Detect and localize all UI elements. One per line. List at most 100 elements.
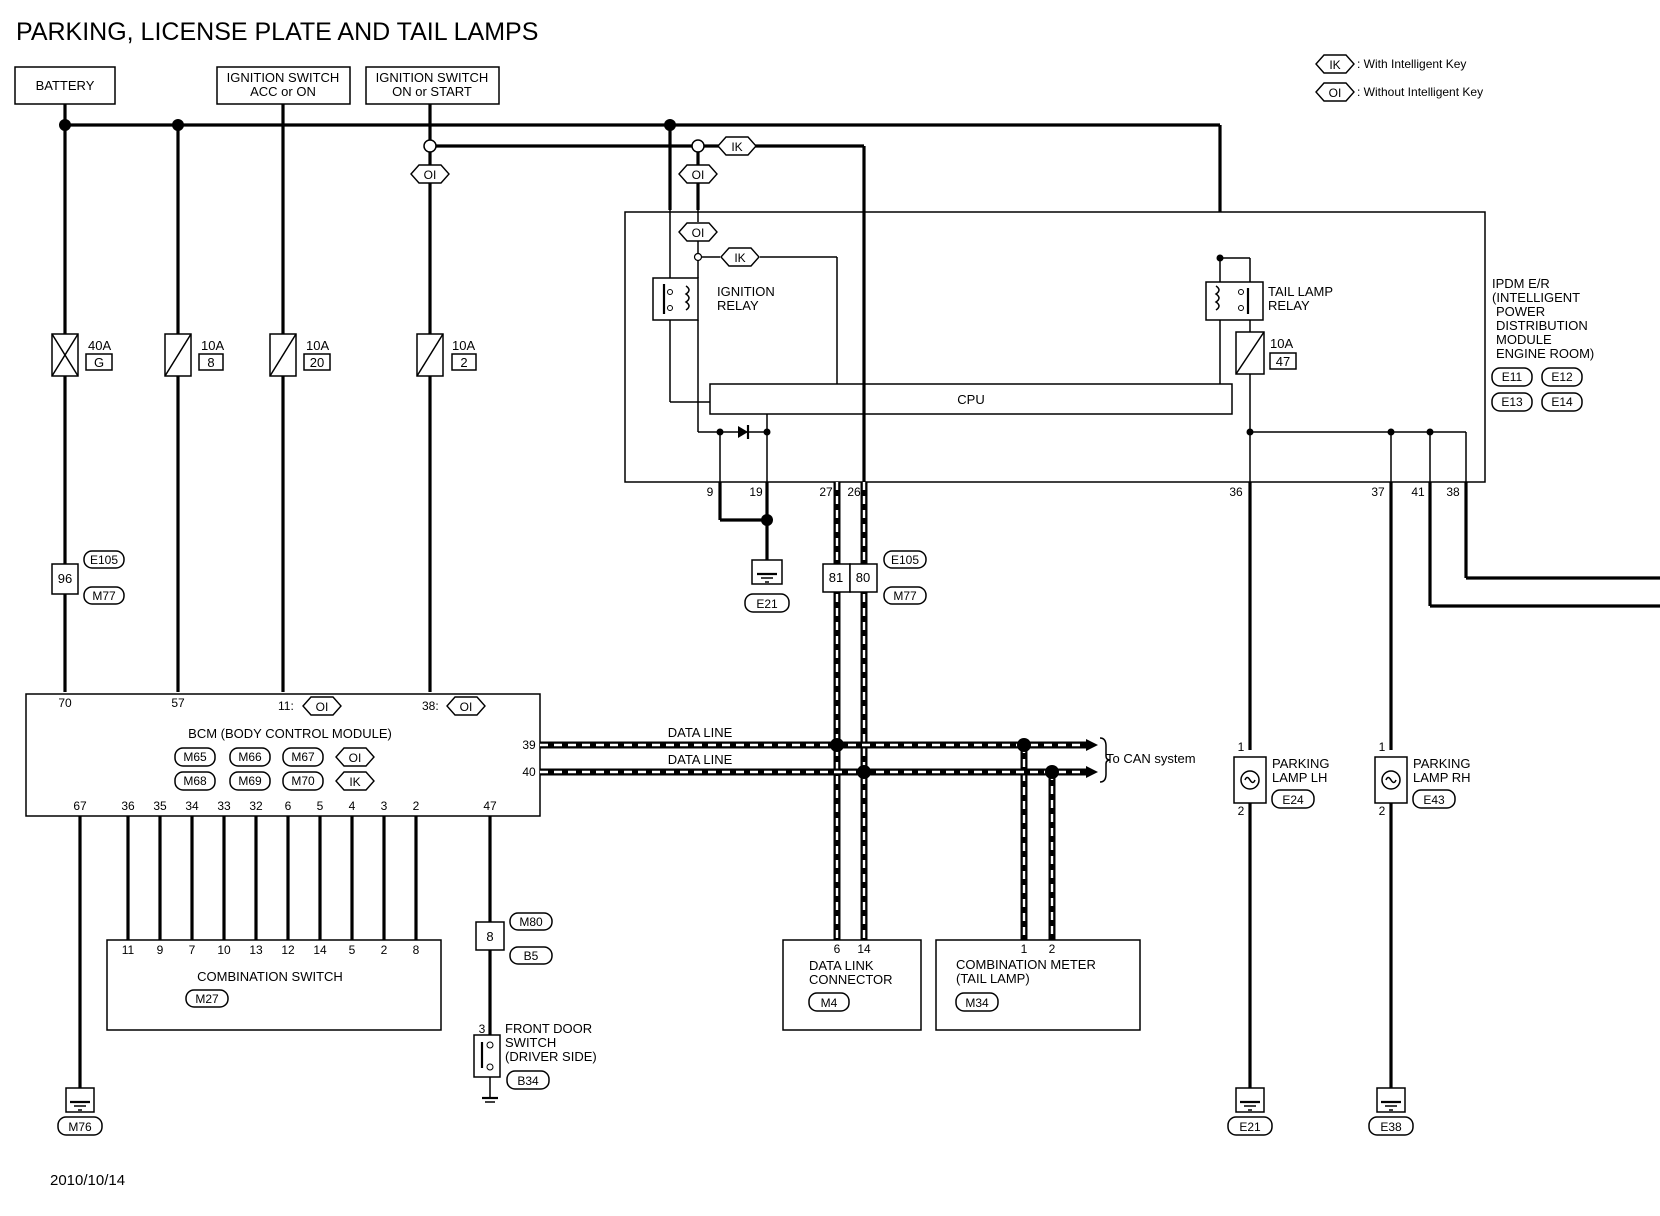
svg-text:OI: OI — [316, 700, 329, 714]
svg-text:38: 38 — [1446, 485, 1460, 499]
ipdm-pins: 9 19 27 26 36 37 41 38 — [707, 485, 1460, 499]
tail-relay-label-1: TAIL LAMP — [1268, 284, 1333, 299]
fuse-47-amp: 10A — [1270, 336, 1293, 351]
tag-ik-bus: IK — [731, 140, 742, 154]
svg-text:9: 9 — [707, 485, 714, 499]
battery-bus — [59, 104, 1222, 692]
svg-text:M69: M69 — [238, 774, 262, 788]
junction-80-label: 80 — [856, 570, 870, 585]
fuse-8-amp: 10A — [201, 338, 224, 353]
junction-96 — [51, 563, 79, 595]
svg-text:E43: E43 — [1423, 793, 1445, 807]
bcm-pin-40: 40 — [522, 765, 536, 779]
svg-text:LAMP RH: LAMP RH — [1413, 770, 1471, 785]
legend-ik-code: IK — [1329, 58, 1340, 72]
fuse-g-id: G — [94, 355, 104, 370]
svg-text:E21: E21 — [1239, 1120, 1261, 1134]
svg-text:3: 3 — [479, 1022, 486, 1036]
svg-text:36: 36 — [1229, 485, 1243, 499]
tag-oi-bus: OI — [692, 168, 705, 182]
svg-text:6: 6 — [285, 799, 292, 813]
fuse-8-id: 8 — [207, 355, 214, 370]
legend: IK : With Intelligent Key OI : Without I… — [1315, 54, 1483, 102]
dlc-pin-14: 14 — [857, 942, 871, 956]
ign-relay-label-2: RELAY — [717, 298, 759, 313]
ign-start-label-1: IGNITION SWITCH — [376, 70, 489, 85]
data-line-label-2: DATA LINE — [668, 752, 733, 767]
svg-text:SWITCH: SWITCH — [505, 1035, 556, 1050]
data-line-label-1: DATA LINE — [668, 725, 733, 740]
svg-text:8: 8 — [486, 929, 493, 944]
svg-text:M67: M67 — [291, 750, 315, 764]
svg-text:3: 3 — [381, 799, 388, 813]
svg-text:E14: E14 — [1551, 395, 1573, 409]
svg-text:FRONT DOOR: FRONT DOOR — [505, 1021, 592, 1036]
svg-text:E38: E38 — [1380, 1120, 1402, 1134]
svg-text:2: 2 — [413, 799, 420, 813]
svg-text:M80: M80 — [519, 915, 543, 929]
fuse-2-id: 2 — [460, 355, 467, 370]
svg-text:12: 12 — [281, 943, 295, 957]
ipdm-outgoing-wires — [1248, 482, 1660, 750]
ground-e21-lh: E21 — [1227, 1087, 1273, 1136]
svg-text:(INTELLIGENT: (INTELLIGENT — [1492, 290, 1580, 305]
svg-text:2: 2 — [381, 943, 388, 957]
dlc-pin-6: 6 — [834, 942, 841, 956]
conn-m77-left: M77 — [92, 589, 116, 603]
svg-text:POWER: POWER — [1496, 304, 1545, 319]
conn-e105-right: E105 — [891, 553, 919, 567]
svg-text:IPDM E/R: IPDM E/R — [1492, 276, 1550, 291]
bcm-pin-39: 39 — [522, 738, 536, 752]
svg-text:B34: B34 — [517, 1074, 539, 1088]
dlc-name-2: CONNECTOR — [809, 972, 893, 987]
ign-start-label-2: ON or START — [392, 84, 472, 99]
fuse-20-amp: 10A — [306, 338, 329, 353]
svg-text:32: 32 — [249, 799, 263, 813]
svg-text:DISTRIBUTION: DISTRIBUTION — [1496, 318, 1588, 333]
tail-relay-label-2: RELAY — [1268, 298, 1310, 313]
svg-text:E13: E13 — [1501, 395, 1523, 409]
combination-meter-box — [935, 939, 1141, 1031]
svg-text:5: 5 — [317, 799, 324, 813]
svg-text:37: 37 — [1371, 485, 1385, 499]
meter-conn: M34 — [965, 996, 989, 1010]
parking-lamp-rh: 1 2 PARKING LAMP RH E43 — [1374, 740, 1471, 1088]
bcm-bottom-pins: 67 36 35 34 33 32 6 5 4 3 2 47 — [73, 799, 497, 813]
combination-switch-wires — [78, 816, 492, 1088]
data-lines: DATA LINE DATA LINE To CAN system — [540, 725, 1196, 783]
ign-acc-label-1: IGNITION SWITCH — [227, 70, 340, 85]
ign-acc-label-2: ACC or ON — [250, 84, 316, 99]
svg-text:PARKING: PARKING — [1272, 756, 1330, 771]
svg-text:(DRIVER SIDE): (DRIVER SIDE) — [505, 1049, 597, 1064]
svg-text:57: 57 — [171, 696, 185, 710]
svg-text:47: 47 — [483, 799, 497, 813]
to-can-system-label: To CAN system — [1106, 751, 1196, 766]
combination-switch-box — [106, 939, 442, 1031]
fuse-2-amp: 10A — [452, 338, 475, 353]
svg-text:26: 26 — [847, 485, 861, 499]
svg-text:27: 27 — [819, 485, 833, 499]
svg-text:13: 13 — [249, 943, 263, 957]
svg-text:2: 2 — [1379, 804, 1386, 818]
ipdm-name: IPDM E/R (INTELLIGENT POWER DISTRIBUTION… — [1492, 276, 1594, 361]
svg-text:PARKING: PARKING — [1413, 756, 1471, 771]
legend-oi-text: : Without Intelligent Key — [1357, 85, 1483, 99]
svg-text:E11: E11 — [1502, 370, 1523, 384]
legend-ik-text: : With Intelligent Key — [1357, 57, 1466, 71]
svg-text:MODULE: MODULE — [1496, 332, 1552, 347]
tag-ik-ipdm: IK — [734, 251, 745, 265]
battery-box — [14, 66, 116, 105]
parking-lamp-lh: 1 2 PARKING LAMP LH E24 — [1233, 740, 1330, 1088]
data-link-connector-box — [782, 939, 922, 1031]
svg-text:E21: E21 — [756, 597, 778, 611]
tag-oi-ipdm: OI — [692, 226, 705, 240]
diagram-title: PARKING, LICENSE PLATE AND TAIL LAMPS — [16, 18, 538, 46]
svg-text:IK: IK — [349, 775, 360, 789]
svg-text:B5: B5 — [524, 949, 539, 963]
can-vertical — [833, 210, 1056, 942]
fuse-47-id: 47 — [1276, 354, 1290, 369]
svg-text:9: 9 — [157, 943, 164, 957]
ignition-switch-acc-box — [216, 66, 351, 105]
cpu-label: CPU — [957, 392, 984, 407]
